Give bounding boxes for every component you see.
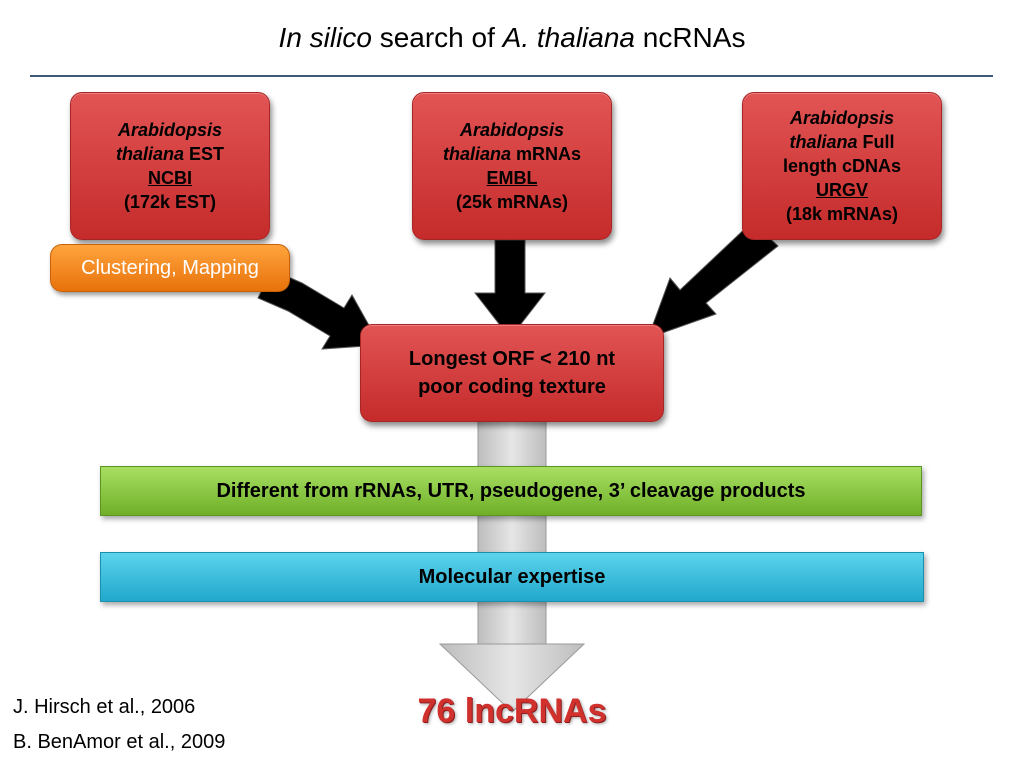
title-divider [30, 75, 993, 77]
source-db-embl: EMBL [486, 168, 538, 188]
filter-step-blue: Molecular expertise [100, 552, 924, 602]
reference-1: J. Hirsch et al., 2006 [13, 696, 196, 718]
main-down-arrow [438, 404, 586, 713]
orf-filter-box: Longest ORF < 210 nt poor coding texture [360, 324, 664, 422]
source-box-mrna: Arabidopsis thaliana mRNAs EMBL (25k mRN… [412, 92, 612, 240]
filter-step-green: Different from rRNAs, UTR, pseudogene, 3… [100, 466, 922, 516]
clustering-mapping-label: Clustering, Mapping [50, 244, 290, 292]
right-arrow [647, 221, 779, 339]
result-label: 76 lncRNAs [417, 692, 607, 730]
left-arrow [257, 269, 381, 350]
source-box-est: Arabidopsis thaliana EST NCBI (172k EST) [70, 92, 270, 240]
source-db-urgv: URGV [815, 180, 868, 200]
center-arrow [473, 239, 547, 339]
page-title: In silico search of A. thaliana ncRNAs [278, 22, 746, 53]
reference-2: B. BenAmor et al., 2009 [13, 731, 226, 753]
source-db-ncbi: NCBI [147, 168, 192, 188]
source-box-cdna: Arabidopsis thaliana Full length cDNAs U… [742, 92, 942, 240]
